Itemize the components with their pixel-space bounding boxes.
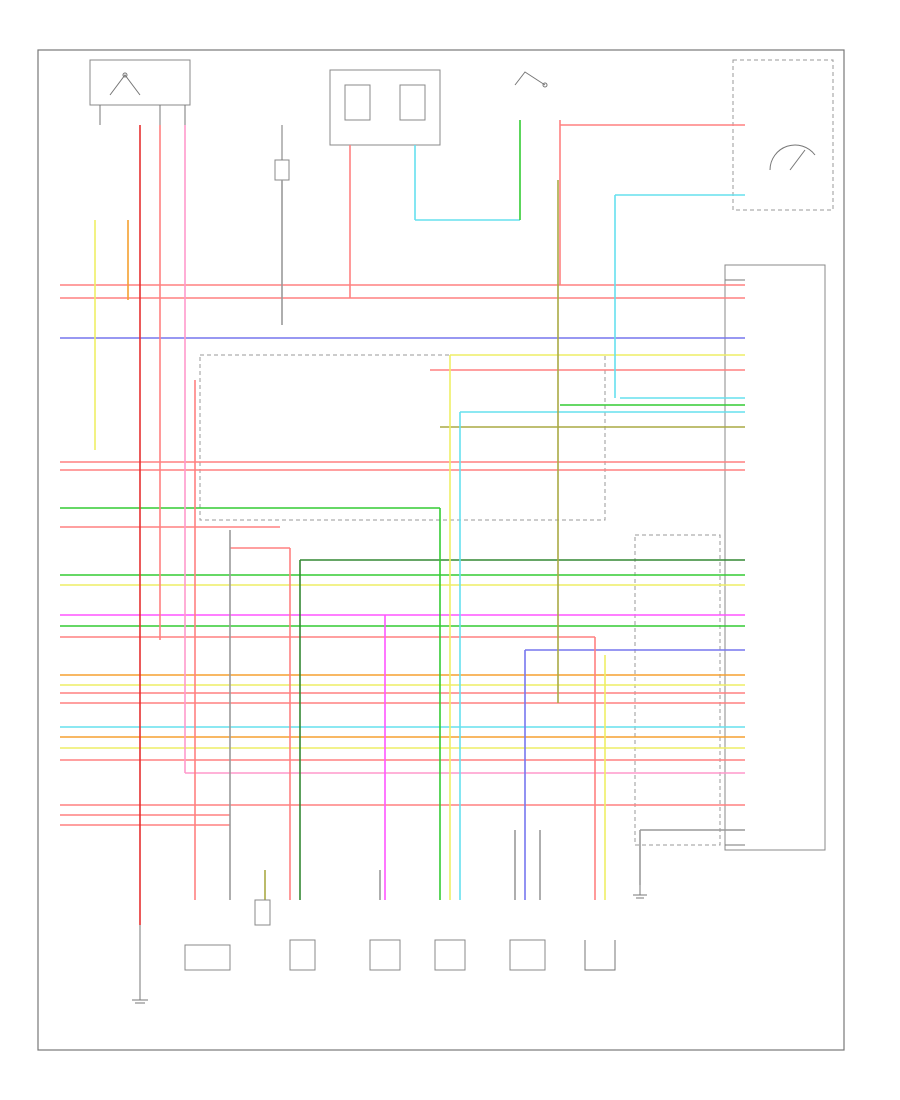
- sensor-icon: [289, 939, 316, 971]
- sensor-icon: [509, 939, 546, 971]
- sensor-icon: [369, 939, 401, 971]
- sensor-icon: [584, 940, 616, 971]
- bottom-components: [132, 885, 647, 1004]
- relay-module: [329, 69, 441, 146]
- gauge-icon: [732, 59, 834, 211]
- pcm-connector-box: [634, 534, 721, 846]
- ground-icon: [633, 885, 647, 899]
- diagram-frame: [37, 49, 845, 1051]
- relay-icon: [109, 72, 141, 96]
- dashed-enclosure-upper: [199, 354, 606, 521]
- fuse-relay-box: [89, 59, 191, 125]
- fuse-icon: [274, 125, 290, 181]
- connector-icon: [254, 899, 271, 926]
- vertical-wires: [94, 120, 641, 925]
- solenoid-icon: [184, 944, 231, 971]
- horizontal-wires: [60, 124, 745, 831]
- ground-icon: [132, 925, 148, 1004]
- pcm-pins: [725, 279, 745, 846]
- sensor-icon: [434, 939, 466, 971]
- switch-component: [514, 71, 548, 88]
- pcm-module: [724, 264, 826, 851]
